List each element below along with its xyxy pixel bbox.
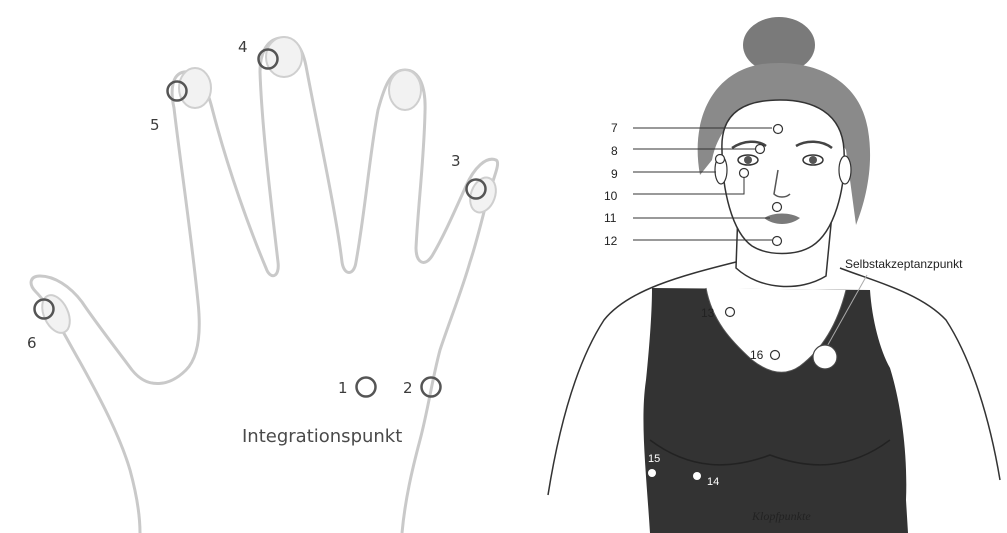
- face-label-7: 7: [611, 121, 618, 135]
- integration-point-label: Integrationspunkt: [242, 426, 402, 447]
- face-point-11: [773, 203, 782, 212]
- face-label-8: 8: [611, 144, 618, 158]
- face-label-10: 10: [604, 189, 618, 203]
- body-label-14: 14: [707, 476, 719, 488]
- face-point-12: [773, 237, 782, 246]
- face-point-9: [716, 155, 725, 164]
- body-point-14: [693, 472, 701, 480]
- hand-outline: [31, 38, 498, 533]
- self-acceptance-point: [813, 345, 837, 369]
- face-point-10: [740, 169, 749, 178]
- face-label-12: 12: [604, 234, 618, 248]
- face-point-8: [756, 145, 765, 154]
- body-label-13: 13: [701, 306, 715, 320]
- face-outline: [722, 100, 844, 254]
- face-label-11: 11: [604, 211, 617, 225]
- figure-caption: Klopfpunkte: [751, 509, 811, 523]
- face-label-9: 9: [611, 167, 618, 181]
- self-acceptance-label: Selbstakzeptanzpunkt: [845, 257, 963, 271]
- body-label-15: 15: [648, 453, 660, 465]
- hand-label-6: 6: [27, 334, 37, 352]
- ear-right: [839, 156, 851, 184]
- hand-point-1: [357, 378, 376, 397]
- body-point-15: [648, 469, 656, 477]
- face-point-7: [774, 125, 783, 134]
- hand-label-5: 5: [150, 116, 160, 134]
- fingernail-index: [179, 68, 211, 108]
- body-point-13: [726, 308, 735, 317]
- hand-diagram: 4 5 3 6 1 2 Integrationspunkt: [27, 37, 500, 533]
- pupil-left: [744, 156, 752, 164]
- fingernail-ring: [389, 70, 421, 110]
- body-point-16: [771, 351, 780, 360]
- hand-label-4: 4: [238, 38, 248, 56]
- hand-label-2: 2: [403, 379, 413, 397]
- body-label-16: 16: [750, 348, 764, 362]
- pupil-right: [809, 156, 817, 164]
- face-diagram: 7 8 9 10 11 12 13 16 15 14 Selbstakzepta…: [548, 17, 1000, 533]
- hand-label-3: 3: [451, 152, 461, 170]
- fingernail-middle: [266, 37, 302, 77]
- hand-label-1: 1: [338, 379, 348, 397]
